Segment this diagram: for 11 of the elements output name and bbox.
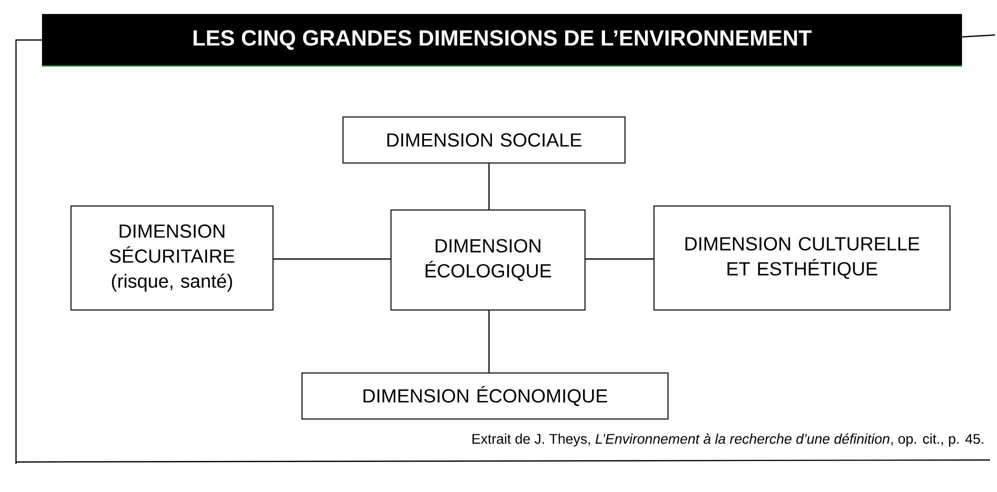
dimension-box: DIMENSION CULTURELLE ET ESTHÉTIQUE	[654, 206, 950, 310]
connector-line	[488, 164, 490, 210]
connector-line	[274, 258, 390, 260]
dimension-box: DIMENSION SÉCURITAIRE (risque, santé)	[70, 206, 274, 310]
title-banner: LES CINQ GRANDES DIMENSIONS DE L’ENVIRONNEMENT	[42, 14, 962, 66]
connector-line	[488, 310, 490, 372]
dimension-box: DIMENSION ÉCONOMIQUE	[302, 372, 668, 420]
dimension-box: DIMENSION ÉCOLOGIQUE	[390, 210, 586, 310]
dimension-box: DIMENSION SOCIALE	[342, 116, 626, 164]
connector-line	[586, 258, 654, 260]
source-caption: Extrait de J. Theys, L’Environnement à la recherche d’une définition, op. cit., p. 45.	[472, 433, 984, 447]
